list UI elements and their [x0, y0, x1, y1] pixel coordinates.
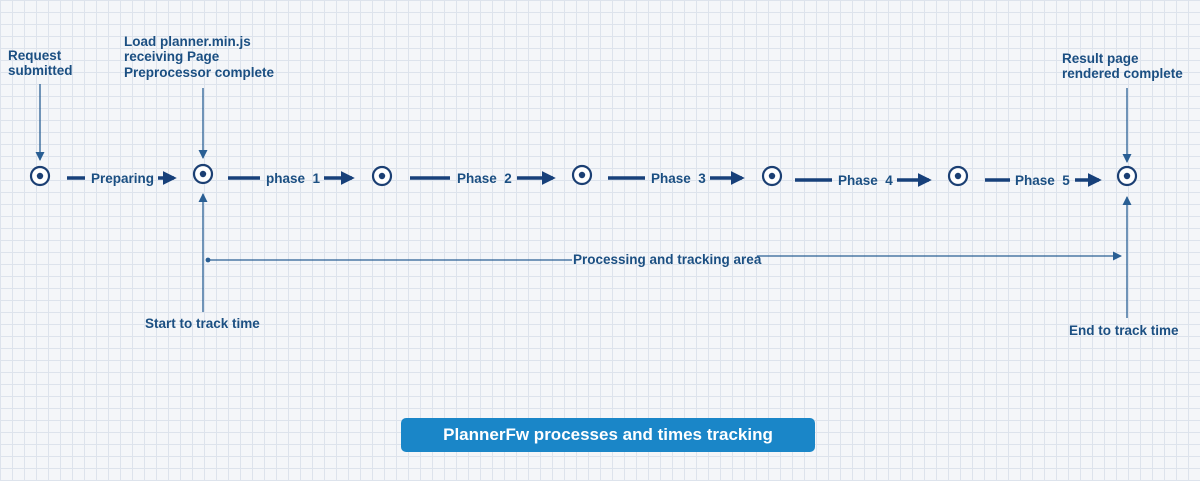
load-planner-label: Load planner.min.js receiving Page Prepr… — [124, 34, 275, 80]
node-0 — [29, 165, 51, 187]
result-page-label: Result page rendered complete — [1062, 51, 1183, 81]
node-4 — [761, 165, 783, 187]
node-3 — [571, 164, 593, 186]
node-2 — [371, 165, 393, 187]
phase-label-3: Phase 3 — [651, 171, 706, 186]
phase-label-5: Phase 5 — [1015, 173, 1070, 188]
phase-label-preparing: Preparing — [91, 171, 154, 186]
node-5 — [947, 165, 969, 187]
node-6 — [1116, 165, 1138, 187]
node-1 — [192, 163, 214, 185]
request-submitted-label: Request submitted — [8, 48, 73, 78]
processing-area-label: Processing and tracking area — [573, 252, 762, 267]
diagram-title-banner: PlannerFw processes and times tracking — [401, 418, 815, 452]
phase-label-2: Phase 2 — [457, 171, 512, 186]
diagram-title-text: PlannerFw processes and times tracking — [443, 425, 773, 444]
phase-label-4: Phase 4 — [838, 173, 893, 188]
phase-label-1: phase 1 — [266, 171, 321, 186]
span-start-dot — [205, 257, 211, 263]
start-track-label: Start to track time — [145, 316, 260, 331]
end-track-label: End to track time — [1069, 323, 1179, 338]
